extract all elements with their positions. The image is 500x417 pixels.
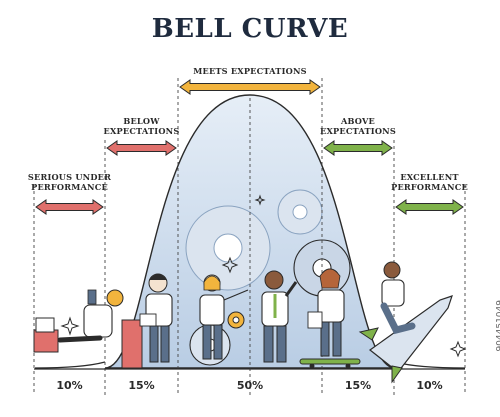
segment-label-line: EXPECTATIONS	[103, 126, 180, 136]
range-arrow	[179, 79, 321, 95]
curve-tail-left	[34, 361, 106, 369]
segment-label-line: MEETS EXPECTATIONS	[193, 66, 307, 76]
segment-label-line: SERIOUS UNDER	[27, 172, 112, 182]
segment-label-line: BELOW	[123, 116, 160, 126]
gear-icon	[185, 205, 271, 291]
person-figure	[261, 270, 298, 363]
range-arrow	[106, 140, 177, 156]
segment-label-line: EXPECTATIONS	[320, 126, 396, 136]
page-title: BELL CURVE	[151, 14, 349, 44]
segment-percent: 10%	[56, 379, 83, 392]
person-figure	[139, 273, 173, 363]
segment-label-line: EXCELLENT	[400, 172, 459, 182]
person-figure	[299, 268, 361, 369]
range-arrow	[395, 199, 464, 215]
stock-id: 904451049	[496, 300, 500, 352]
range-arrow	[35, 199, 104, 215]
rocket-icon	[358, 261, 453, 384]
segment-percent: 50%	[236, 379, 264, 392]
segment-label-line: PERFORMANCE	[391, 182, 468, 192]
range-arrow	[323, 140, 393, 156]
sparkle-icons	[60, 194, 467, 358]
segment-label-line: PERFORMANCE	[31, 182, 108, 192]
segment-percent: 10%	[416, 379, 443, 392]
segment-percent: 15%	[344, 379, 372, 392]
gear-icon	[227, 311, 245, 329]
segment-percent: 15%	[128, 379, 155, 392]
segment-label-line: ABOVE	[340, 116, 375, 126]
gear-icon	[277, 189, 323, 235]
segment-label: MEETS EXPECTATIONS	[180, 66, 320, 76]
person-figure	[33, 289, 143, 369]
person-figure	[199, 274, 249, 360]
